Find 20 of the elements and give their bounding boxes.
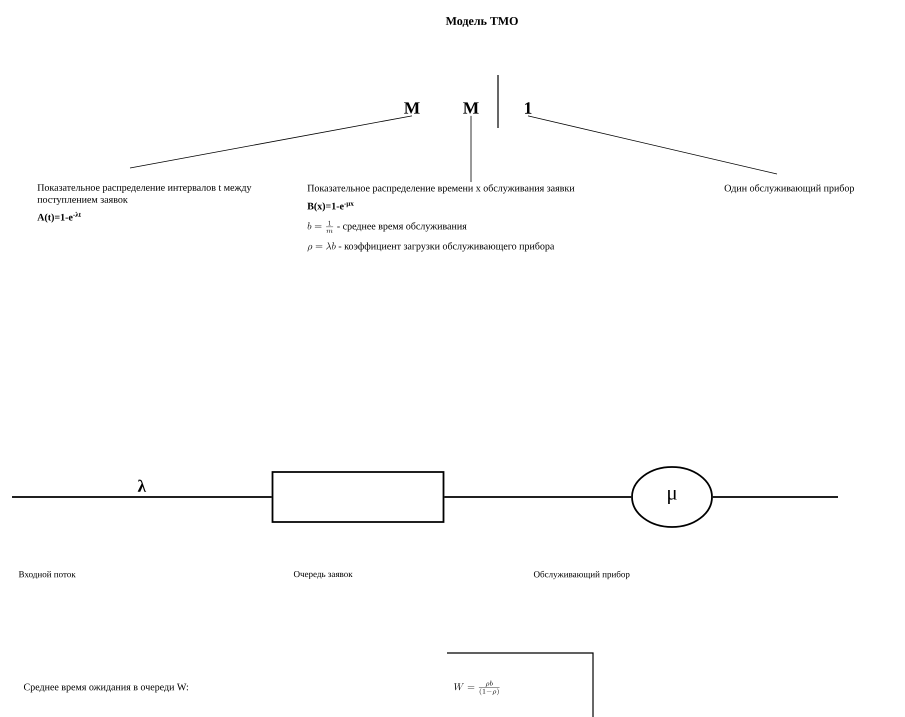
description-text: Один обслуживающий прибор [724, 184, 854, 194]
label-text: Очередь заявок [294, 571, 353, 579]
label-text: Входной поток [18, 571, 76, 579]
title: Модель ТМО [446, 16, 518, 28]
description-text: Показательное распределение времени x обслуживания заявки B(x)=1-e$^{-μx}$ $b=\frac{1}{m}$ - среднее время обслуживания $\rho=\lambda b$ - коэффициент загрузки обслуживающего прибора [307, 184, 574, 252]
line [470, 115, 472, 182]
line [130, 115, 412, 168]
model-letter: 1 [525, 102, 532, 114]
label-text: Обслуживающий прибор [534, 570, 630, 580]
model-letter: M [404, 102, 420, 114]
formula-box: $W=\frac{\rho b}{(1-\rho)}$ [447, 652, 594, 717]
description-text: Показательное распределение интервалов t между поступлением заявок A(t)=1-e$^{-λt}$ [37, 184, 252, 223]
label-text: Среднее время ожидания в очереди W: [24, 684, 188, 692]
edge-label: λ [136, 478, 148, 493]
line [528, 116, 778, 174]
line [712, 496, 838, 498]
line [444, 496, 632, 498]
queue-box [272, 471, 444, 523]
model-letter: M [463, 102, 479, 114]
line [12, 496, 272, 498]
